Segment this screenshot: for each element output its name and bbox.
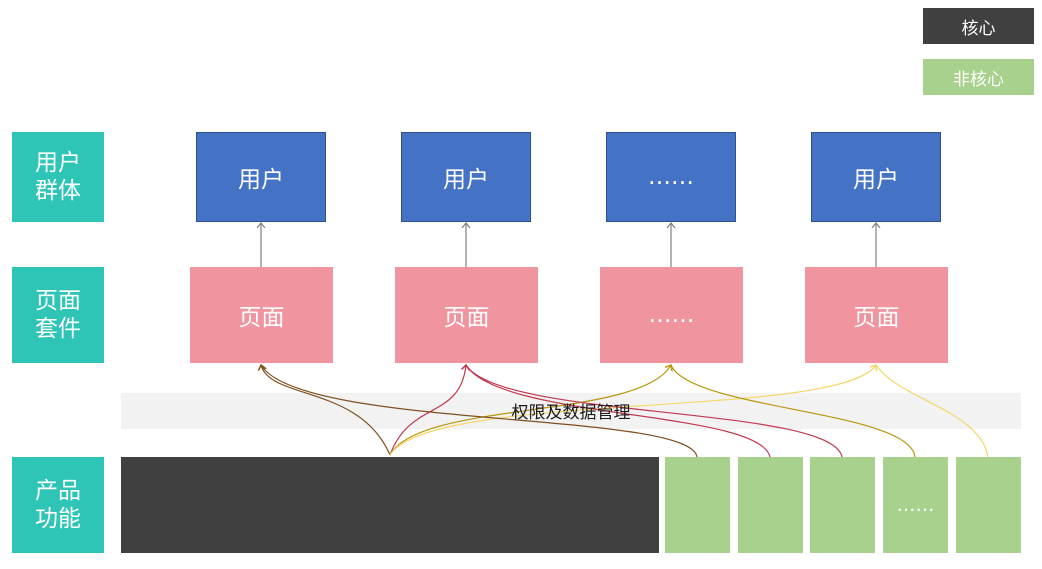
user-box-3: …… — [606, 132, 736, 222]
noncore-feature-2 — [738, 457, 803, 553]
permission-band-label: 权限及数据管理 — [511, 402, 631, 423]
core-to-page-links — [261, 365, 876, 456]
legend-core: 核心 — [923, 8, 1034, 44]
page-to-user-arrows — [261, 223, 876, 267]
noncore-feature-3 — [810, 457, 875, 553]
user-box-1: 用户 — [196, 132, 326, 222]
user-box-2: 用户 — [401, 132, 531, 222]
row-label-users: 用户 群体 — [12, 132, 104, 222]
row-label-pages: 页面 套件 — [12, 267, 104, 363]
core-feature-block — [121, 457, 659, 553]
page-box-3: …… — [600, 267, 743, 363]
row-label-features: 产品 功能 — [12, 457, 104, 553]
user-box-4: 用户 — [811, 132, 941, 222]
noncore-to-page-links — [260, 364, 989, 458]
legend-noncore: 非核心 — [923, 59, 1034, 95]
noncore-feature-5 — [956, 457, 1021, 553]
noncore-feature-more: …… — [883, 457, 948, 553]
page-box-2: 页面 — [395, 267, 538, 363]
page-box-1: 页面 — [190, 267, 333, 363]
noncore-feature-1 — [665, 457, 730, 553]
page-box-4: 页面 — [805, 267, 948, 363]
